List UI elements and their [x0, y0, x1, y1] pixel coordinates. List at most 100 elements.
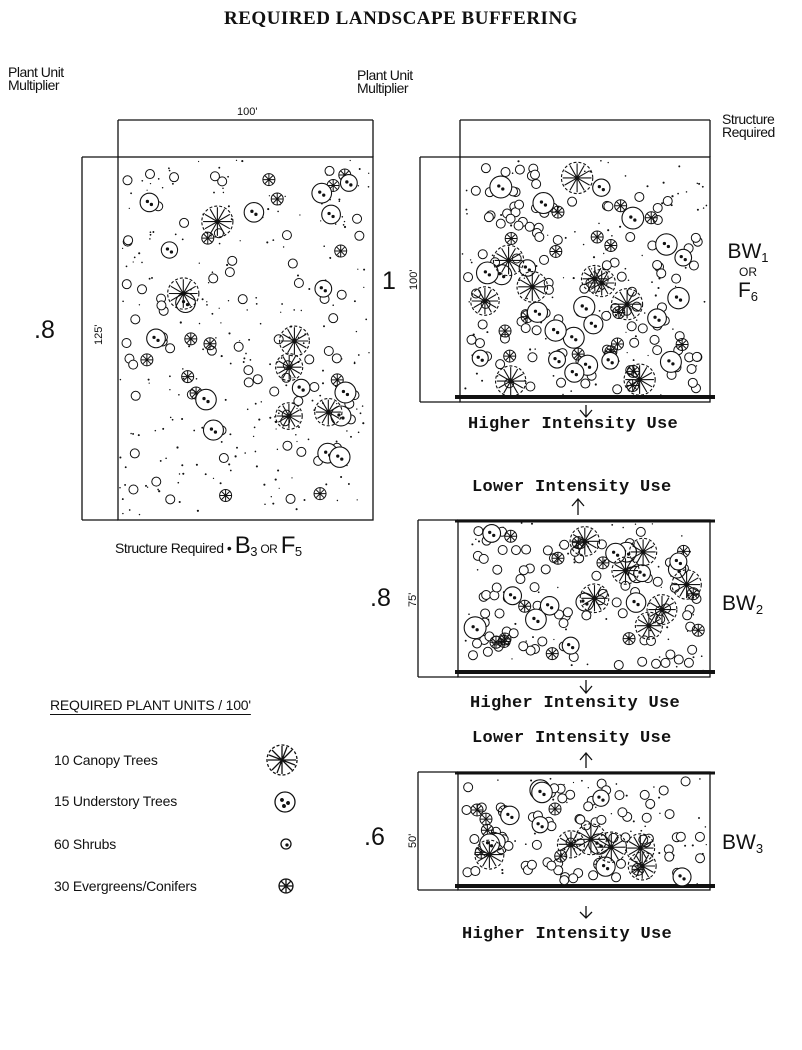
shrub [130, 314, 141, 325]
shrub [580, 378, 591, 389]
ground-stipple [322, 369, 324, 372]
ground-stipple [195, 463, 198, 466]
shrub [542, 545, 553, 556]
ground-stipple [347, 483, 350, 485]
caption-b-sub: 3 [250, 544, 257, 559]
ground-stipple [181, 417, 184, 421]
shrub [491, 582, 502, 593]
shrub [156, 300, 167, 311]
page-title: REQUIRED LANDSCAPE BUFFERING [224, 8, 578, 29]
understory-tree [674, 248, 693, 267]
ground-stipple [218, 242, 221, 245]
ground-stipple [320, 220, 322, 222]
ground-stipple [349, 159, 351, 162]
ground-stipple [168, 169, 171, 172]
ground-stipple [202, 348, 205, 351]
ground-stipple [298, 426, 300, 429]
shrub [497, 544, 508, 555]
evergreen [140, 353, 154, 367]
ground-stipple [248, 338, 251, 341]
ground-stipple [137, 434, 140, 437]
shrub [649, 334, 660, 345]
ground-stipple [159, 459, 162, 462]
ground-stipple [218, 166, 221, 169]
ground-stipple [273, 416, 276, 418]
left-plan-caption: Structure Required • B3 OR F5 [115, 532, 302, 560]
evergreen [181, 370, 195, 384]
left-multiplier-header-line1: Plant Unit [8, 64, 64, 80]
canopy-tree [278, 325, 310, 357]
bw1-depth-label: 100' [408, 269, 420, 290]
ground-stipple [138, 304, 141, 306]
shrub [513, 220, 524, 231]
shrub [121, 338, 132, 349]
shrub [660, 657, 671, 668]
shrub [282, 440, 293, 451]
ground-stipple [468, 613, 470, 616]
ground-stipple [644, 825, 647, 828]
bw3-depth-label: 50' [407, 833, 419, 848]
ground-stipple [632, 820, 635, 823]
ground-stipple [362, 422, 365, 425]
bw1-higher-intensity: Higher Intensity Use [468, 415, 679, 434]
ground-stipple [332, 304, 334, 306]
ground-stipple [464, 639, 467, 642]
evergreen [551, 551, 565, 565]
shrub [559, 539, 570, 550]
ground-stipple [152, 231, 155, 233]
ground-stipple [582, 243, 585, 246]
ground-stipple [243, 357, 246, 360]
shrub [601, 310, 612, 321]
ground-stipple [702, 207, 705, 209]
shrub [540, 564, 551, 575]
ground-stipple [218, 307, 220, 309]
ground-stipple [241, 160, 244, 163]
shrub [673, 654, 684, 665]
ground-stipple [272, 239, 275, 241]
ground-stipple [138, 513, 141, 516]
ground-stipple [651, 523, 654, 525]
ground-stipple [260, 401, 263, 403]
evergreen [551, 205, 565, 219]
ground-stipple [626, 352, 628, 354]
shrub [478, 553, 489, 564]
evergreen [549, 244, 563, 258]
ground-stipple [696, 208, 699, 211]
ground-stipple [122, 300, 124, 303]
ground-stipple [361, 405, 364, 407]
ground-stipple [299, 214, 301, 216]
ground-stipple [548, 352, 551, 354]
ground-stipple [148, 382, 150, 384]
ground-stipple [128, 509, 131, 511]
understory-tree [202, 419, 224, 441]
ground-stipple [471, 543, 474, 546]
shrub [474, 338, 485, 349]
ground-stipple [562, 393, 564, 396]
ground-stipple [182, 377, 185, 380]
ground-stipple [572, 781, 575, 784]
ground-stipple [342, 224, 345, 226]
ground-stipple [696, 182, 699, 185]
shrub [165, 343, 176, 354]
ground-stipple [275, 428, 277, 430]
ground-stipple [234, 455, 237, 458]
understory-tree [334, 381, 357, 404]
shrub [495, 218, 506, 229]
ground-stipple [543, 885, 545, 888]
bw1-code-main: BW [727, 240, 762, 263]
evergreen [548, 802, 562, 816]
evergreen [479, 812, 493, 826]
evergreen [571, 347, 585, 361]
shrub [620, 832, 631, 843]
ground-stipple [598, 222, 600, 225]
shrub [309, 381, 320, 392]
ground-stipple [350, 435, 352, 438]
understory-tree [160, 241, 179, 259]
ground-stipple [647, 354, 649, 357]
ground-stipple [149, 231, 152, 234]
understory-tree [314, 279, 333, 298]
ground-stipple [336, 499, 339, 502]
legend-title: REQUIRED PLANT UNITS / 100' [50, 697, 251, 713]
shrub [243, 365, 254, 376]
shrub [467, 650, 478, 661]
